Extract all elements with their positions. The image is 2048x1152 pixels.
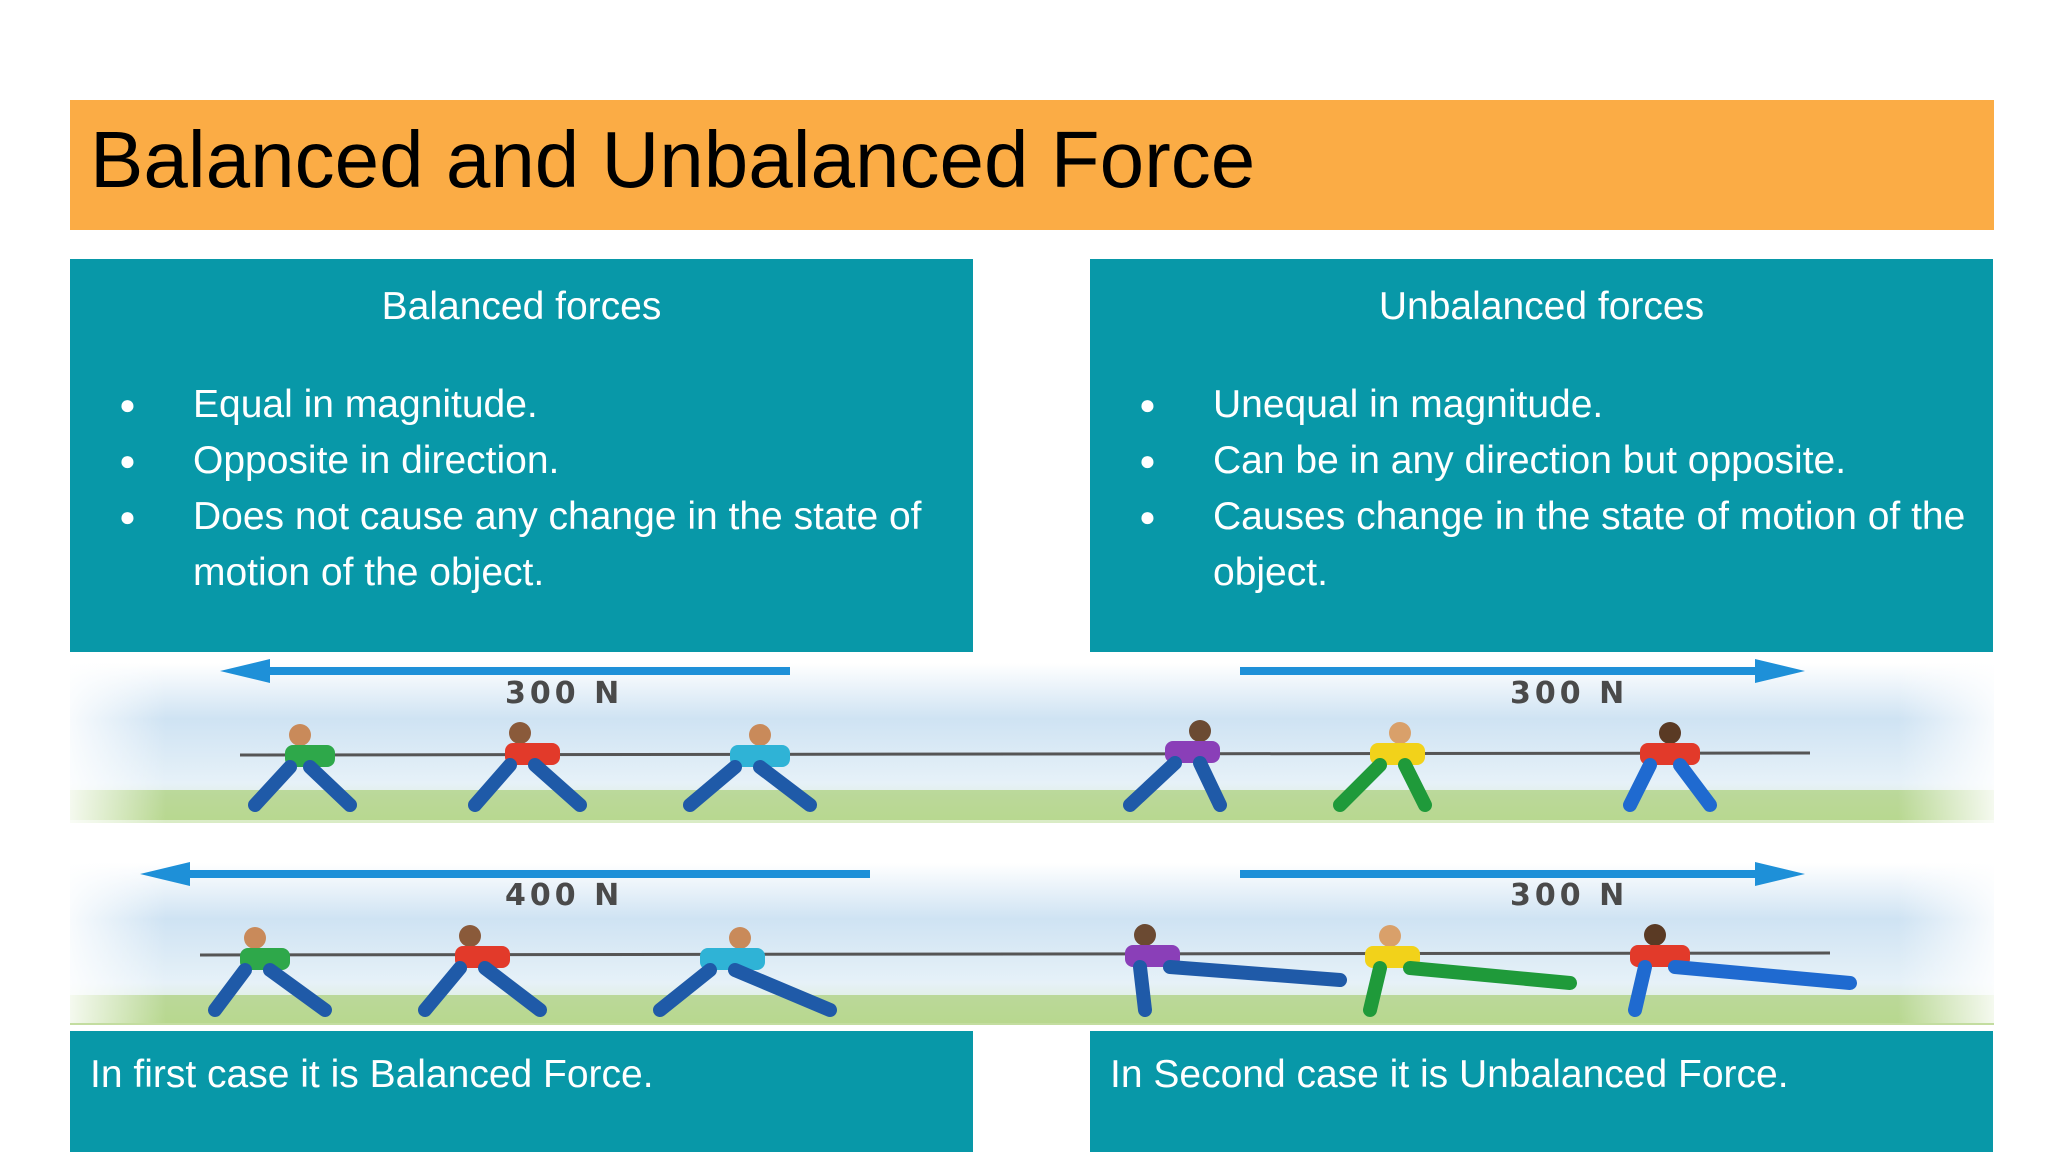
person-figure [1125,924,1347,1017]
right-arrow-icon [1240,659,1805,683]
person-figure [1363,925,1577,1017]
force-label-right: 300 N [1510,878,1628,913]
person-figure [1623,722,1717,812]
tug-row-unbalanced: 400 N 300 N [70,862,1994,1025]
person-figure [468,722,587,812]
bullet-icon: ● [119,501,136,532]
person-figure [418,925,547,1017]
tug-row-balanced: 300 N 300 N [70,659,1994,823]
left-arrow-icon [140,862,870,886]
force-label-left: 400 N [505,878,623,913]
right-arrow-icon [1240,862,1805,886]
person-figure [1333,722,1432,812]
caption-balanced: In first case it is Balanced Force. [70,1031,973,1152]
person-figure [248,724,357,812]
bullet-icon: ● [119,445,136,476]
balanced-forces-panel: Balanced forces ●Equal in magnitude. ●Op… [70,259,973,652]
force-label-right: 300 N [1510,676,1628,711]
force-label-left: 300 N [505,676,623,711]
person-figure [1123,720,1227,812]
person-figure [683,724,817,812]
unbalanced-forces-list: ●Unequal in magnitude. ●Can be in any di… [1090,377,1973,601]
tug-of-war-illustration: 300 N 300 N [70,659,1994,1025]
caption-unbalanced-text: In Second case it is Unbalanced Force. [1110,1053,1789,1096]
list-item: ●Opposite in direction. [70,433,953,489]
person-figure [208,927,332,1017]
balanced-forces-list: ●Equal in magnitude. ●Opposite in direct… [70,377,953,601]
unbalanced-forces-panel: Unbalanced forces ●Unequal in magnitude.… [1090,259,1993,652]
left-arrow-icon [220,659,790,683]
bullet-icon: ● [1139,389,1156,420]
unbalanced-forces-heading: Unbalanced forces [1378,285,1705,328]
list-item: ●Unequal in magnitude. [1090,377,1973,433]
person-figure [1628,924,1857,1017]
bullet-icon: ● [119,389,136,420]
bullet-icon: ● [1139,445,1156,476]
list-item: ●Does not cause any change in the state … [70,489,953,601]
rope [199,951,1831,957]
caption-balanced-text: In first case it is Balanced Force. [90,1053,654,1096]
bullet-icon: ● [1139,501,1156,532]
slide-title: Balanced and Unbalanced Force [90,115,1256,204]
list-item: ●Causes change in the state of motion of… [1090,489,1973,601]
title-bar: Balanced and Unbalanced Force [70,100,1994,230]
list-item: ●Equal in magnitude. [70,377,953,433]
person-figure [653,927,837,1017]
list-item: ●Can be in any direction but opposite. [1090,433,1973,489]
caption-unbalanced: In Second case it is Unbalanced Force. [1090,1031,1993,1152]
rope [239,751,1811,757]
balanced-forces-heading: Balanced forces [381,285,662,328]
